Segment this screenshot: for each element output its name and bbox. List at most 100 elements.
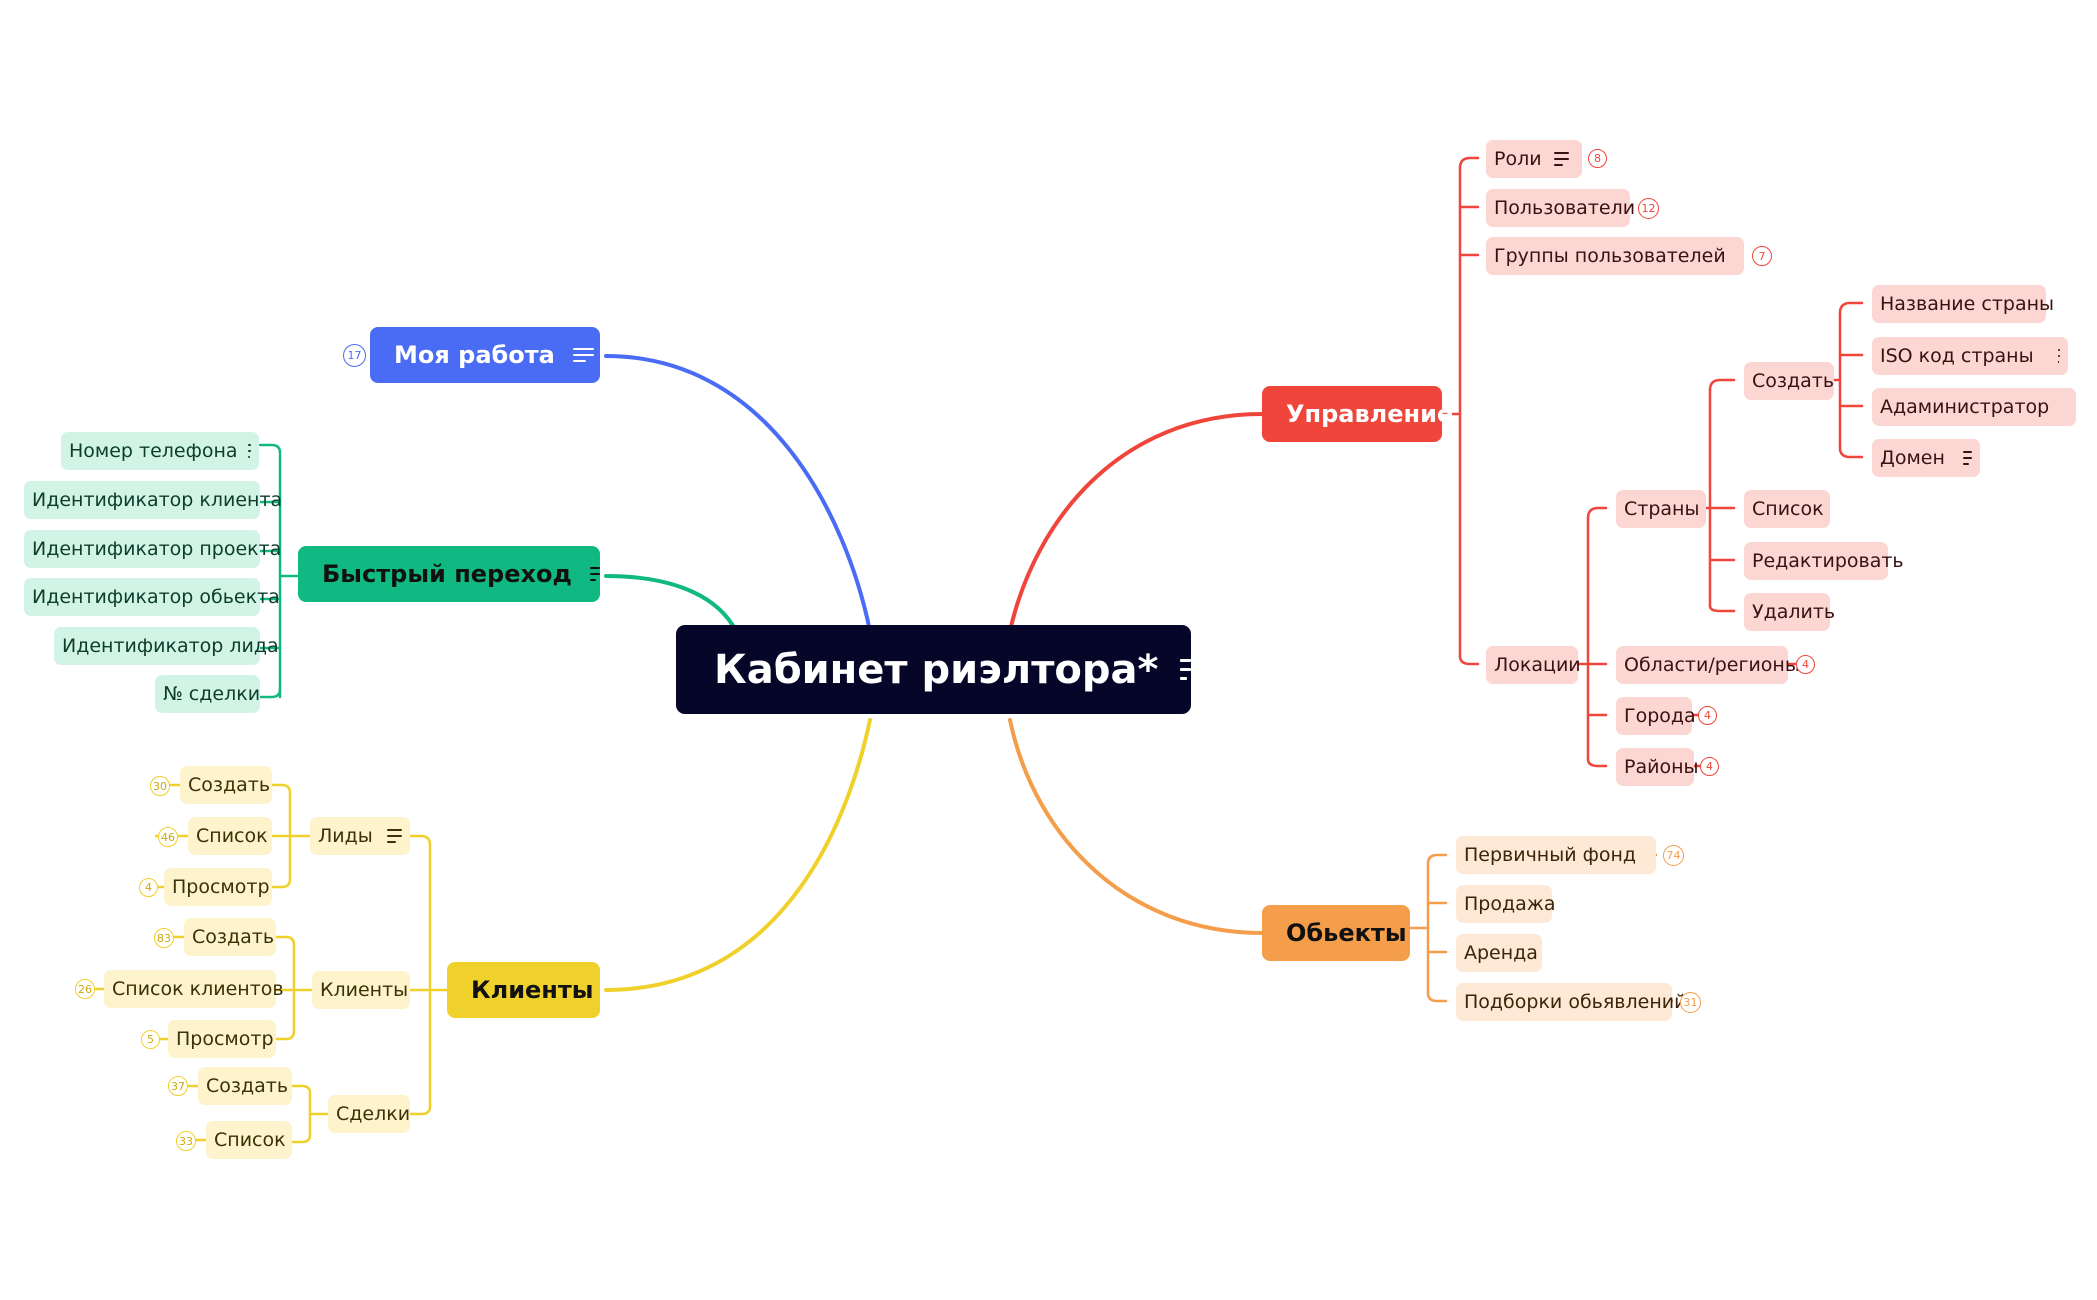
leads-create[interactable]: Создать xyxy=(180,766,272,804)
item-label: Редактировать xyxy=(1752,550,1904,572)
count-badge: 74 xyxy=(1663,845,1684,866)
count-badge: 26 xyxy=(75,979,95,999)
leads-view[interactable]: Просмотр xyxy=(164,868,272,906)
links-quick-jump xyxy=(258,443,300,699)
quick-item-deal-number[interactable]: № сделки xyxy=(155,675,260,713)
item-label: Районы xyxy=(1624,756,1699,778)
create-field-iso-code[interactable]: ISO код страны xyxy=(1872,337,2068,375)
quick-item-object-id[interactable]: Идентификатор обьекта xyxy=(24,578,280,616)
create-field-administrator[interactable]: Адаминистратор xyxy=(1872,388,2076,426)
management-locations[interactable]: Локации xyxy=(1486,646,1581,684)
countries-create[interactable]: Создать xyxy=(1744,362,1834,400)
branch-quick-jump[interactable]: Быстрый переход xyxy=(298,546,600,602)
item-label: ISO код страны xyxy=(1880,345,2034,367)
item-label: Роли xyxy=(1494,148,1542,170)
item-label: Список клиентов xyxy=(112,978,284,1000)
count-badge: 33 xyxy=(176,1131,196,1151)
clients-clients[interactable]: Клиенты xyxy=(312,971,410,1009)
count-badge: 46 xyxy=(158,827,178,847)
clients-label: Клиенты xyxy=(471,976,594,1004)
link-root-objects xyxy=(1008,718,1264,935)
countries-edit[interactable]: Редактировать xyxy=(1744,542,1904,580)
clients-leads[interactable]: Лиды xyxy=(310,817,410,855)
locations-districts[interactable]: Районы xyxy=(1616,748,1699,786)
item-label: Локации xyxy=(1494,654,1581,676)
item-label: Сделки xyxy=(336,1103,411,1125)
count-badge: 4 xyxy=(1698,706,1717,725)
locations-cities[interactable]: Города xyxy=(1616,697,1696,735)
management-label: Управление xyxy=(1286,400,1454,428)
item-label: Продажа xyxy=(1464,893,1556,915)
clients-view[interactable]: Просмотр xyxy=(168,1020,276,1058)
countries-delete[interactable]: Удалить xyxy=(1744,593,1835,631)
objects-label: Обьекты xyxy=(1286,919,1407,947)
notes-icon xyxy=(1553,148,1569,170)
deals-list[interactable]: Список xyxy=(206,1121,292,1159)
item-label: Идентификатор лида xyxy=(62,635,279,657)
create-field-domain[interactable]: Домен xyxy=(1872,439,1980,477)
link-root-quick-jump xyxy=(604,574,738,633)
item-label: Удалить xyxy=(1752,601,1836,623)
create-field-country-name[interactable]: Название страны xyxy=(1872,285,2054,323)
management-user-groups[interactable]: Группы пользователей xyxy=(1486,237,1744,275)
count-badge: 4 xyxy=(139,878,158,897)
item-label: Клиенты xyxy=(320,979,409,1001)
clients-deals[interactable]: Сделки xyxy=(328,1095,410,1133)
count-badge: 8 xyxy=(1588,149,1607,168)
link-root-my-work xyxy=(604,354,872,633)
clients-list[interactable]: Список клиентов xyxy=(104,970,284,1008)
item-label: № сделки xyxy=(163,683,261,705)
branch-my-work[interactable]: Моя работа xyxy=(370,327,600,383)
quick-jump-label: Быстрый переход xyxy=(322,560,572,588)
notes-icon xyxy=(1180,653,1191,686)
item-label: Группы пользователей xyxy=(1494,245,1726,267)
my-work-label: Моя работа xyxy=(394,341,555,369)
notes-icon xyxy=(572,344,594,366)
leads-list[interactable]: Список xyxy=(188,817,272,855)
item-label: Список xyxy=(196,825,268,847)
branch-management[interactable]: Управление xyxy=(1262,386,1453,442)
links-objects xyxy=(1408,853,1674,1003)
quick-item-phone[interactable]: Номер телефона xyxy=(61,432,259,470)
count-badge: 4 xyxy=(1796,655,1815,674)
deals-create[interactable]: Создать xyxy=(198,1067,292,1105)
countries-list[interactable]: Список xyxy=(1744,490,1830,528)
item-label: Города xyxy=(1624,705,1696,727)
objects-collections[interactable]: Подборки обьявлений xyxy=(1456,983,1686,1021)
objects-primary-fund[interactable]: Первичный фонд xyxy=(1456,836,1656,874)
locations-regions[interactable]: Области/регионы xyxy=(1616,646,1800,684)
management-roles[interactable]: Роли xyxy=(1486,140,1582,178)
root-node[interactable]: Кабинет риэлтора* xyxy=(676,625,1191,714)
count-badge: 83 xyxy=(154,928,174,948)
count-badge: 30 xyxy=(150,776,170,796)
branch-clients[interactable]: Клиенты xyxy=(447,962,600,1018)
item-label: Лиды xyxy=(318,825,373,847)
item-label: Просмотр xyxy=(172,876,270,898)
objects-sale[interactable]: Продажа xyxy=(1456,885,1556,923)
branch-objects[interactable]: Обьекты xyxy=(1262,905,1410,961)
item-label: Создать xyxy=(206,1075,289,1097)
objects-rent[interactable]: Аренда xyxy=(1456,934,1542,972)
item-label: Идентификатор проекта xyxy=(32,538,282,560)
item-label: Идентификатор обьекта xyxy=(32,586,280,608)
quick-item-client-id[interactable]: Идентификатор клиента xyxy=(24,481,282,519)
count-badge: 31 xyxy=(1680,992,1701,1013)
notes-icon xyxy=(247,440,251,462)
quick-item-project-id[interactable]: Идентификатор проекта xyxy=(24,530,281,568)
count-badge: 17 xyxy=(343,344,366,367)
count-badge: 12 xyxy=(1638,198,1659,219)
item-label: Страны xyxy=(1624,498,1700,520)
item-label: Создать xyxy=(192,926,275,948)
count-badge: 5 xyxy=(141,1030,160,1049)
quick-item-lead-id[interactable]: Идентификатор лида xyxy=(54,627,279,665)
root-label: Кабинет риэлтора* xyxy=(714,646,1159,693)
notes-icon xyxy=(1962,447,1972,469)
item-label: Области/регионы xyxy=(1624,654,1800,676)
management-users[interactable]: Пользователи xyxy=(1486,189,1635,227)
notes-icon xyxy=(386,825,402,847)
item-label: Идентификатор клиента xyxy=(32,489,283,511)
item-label: Создать xyxy=(1752,370,1835,392)
clients-create[interactable]: Создать xyxy=(184,918,276,956)
locations-countries[interactable]: Страны xyxy=(1616,490,1706,528)
item-label: Список xyxy=(214,1129,286,1151)
